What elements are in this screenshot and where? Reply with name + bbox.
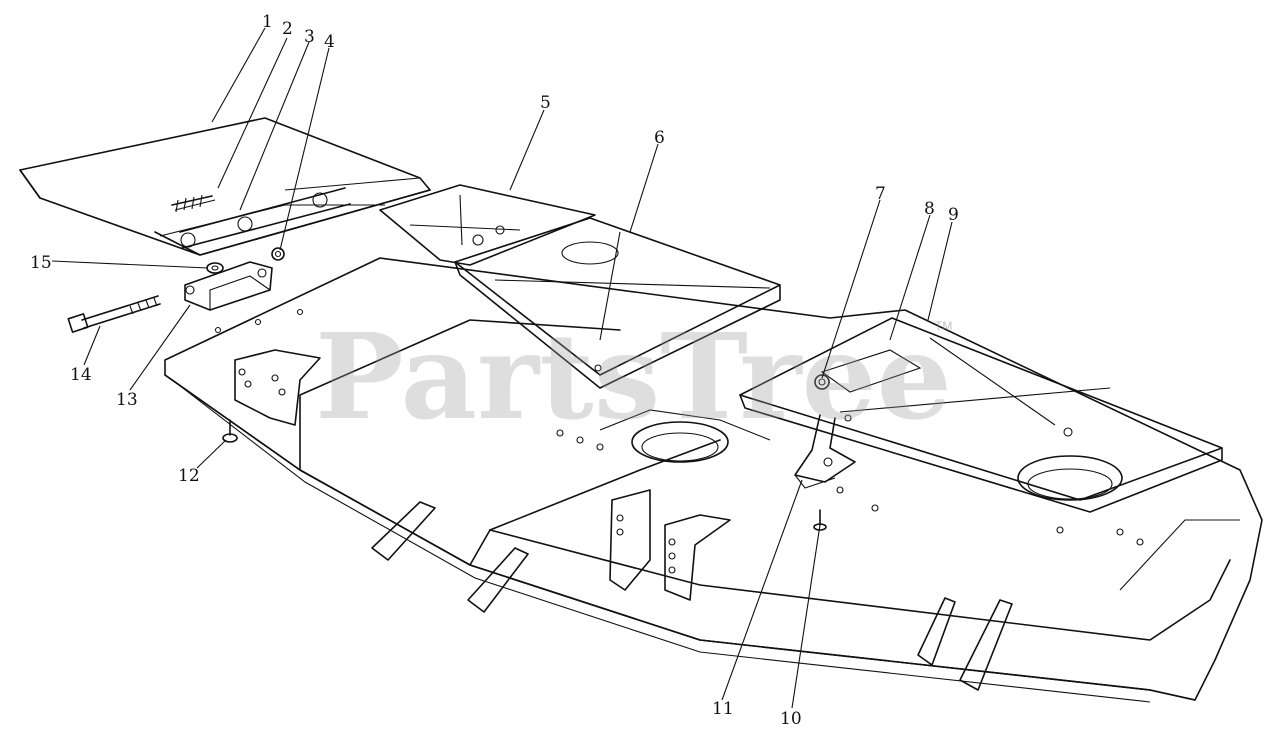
svg-text:TM: TM: [935, 319, 952, 333]
callout-5: 5: [540, 93, 551, 113]
callout-leaders: [51, 27, 953, 709]
deck-housing: [164, 257, 1263, 703]
callout-6: 6: [654, 128, 665, 148]
callout-8: 8: [924, 199, 935, 219]
hinge-nut: [271, 247, 285, 261]
belt-shield-right: [739, 317, 1223, 513]
callout-11: 11: [712, 699, 734, 719]
hanger-bracket-center: [609, 489, 731, 601]
callout-1: 1: [262, 12, 273, 32]
chute-spring: [171, 194, 216, 213]
callout-13: 13: [116, 390, 138, 410]
svg-text:PartsTree: PartsTree: [315, 307, 952, 446]
spindle-opening-center: [631, 421, 729, 463]
callout-14: 14: [70, 365, 92, 385]
discharge-chute: [19, 117, 431, 256]
callout-7: 7: [875, 184, 886, 204]
washer: [206, 262, 224, 274]
hanger-bracket-left: [234, 349, 321, 426]
callout-9: 9: [948, 205, 959, 225]
callout-labels: 1 2 3 4 5 6 7 8 9 10 11 12 13 14 15: [30, 12, 959, 729]
chute-bracket: [184, 261, 273, 311]
arm-1: [371, 501, 436, 561]
arm-4: [959, 599, 1013, 691]
decal: [820, 349, 922, 393]
arm-3: [917, 597, 956, 666]
callout-12: 12: [178, 466, 200, 486]
watermark: PartsTree TM: [315, 307, 952, 446]
callout-2: 2: [282, 19, 293, 39]
callout-15: 15: [30, 253, 52, 273]
callout-3: 3: [304, 27, 315, 47]
latch-screw: [813, 509, 827, 531]
belt-cover-left: [379, 184, 596, 266]
deck-screw: [222, 419, 238, 443]
shield-latch: [794, 414, 856, 489]
belt-shield-center: [454, 217, 781, 389]
shield-knob: [814, 374, 830, 390]
callout-4: 4: [324, 32, 335, 52]
callout-10: 10: [780, 709, 802, 729]
arm-2: [467, 547, 529, 613]
chute-hinge: [179, 187, 351, 249]
spindle-opening-right: [1017, 455, 1123, 501]
chute-bolt: [67, 295, 161, 333]
